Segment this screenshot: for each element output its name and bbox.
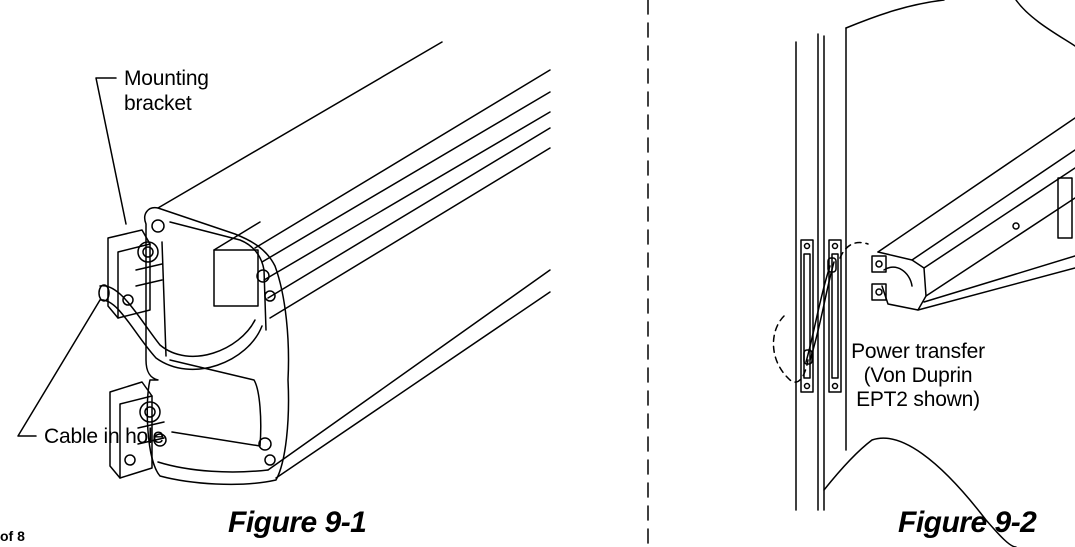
label-cable-in-hole: Cable in hole xyxy=(44,425,164,448)
label-power-transfer-line1: Power transfer xyxy=(851,340,985,363)
figure-9-2-caption: Figure 9-2 xyxy=(898,506,1037,539)
label-mounting-bracket: Mounting bracket xyxy=(124,66,209,116)
label-power-transfer-line3: EPT2 shown) xyxy=(856,388,980,412)
figure-9-2-drawing xyxy=(772,0,1075,547)
label-power-transfer: Power transfer (Von Duprin EPT2 shown) xyxy=(848,340,988,412)
label-mounting-bracket-line2: bracket xyxy=(124,92,192,116)
label-mounting-bracket-line1: Mounting xyxy=(124,67,209,90)
label-power-transfer-line2: (Von Duprin xyxy=(863,364,973,388)
leader-mounting-bracket xyxy=(95,77,127,225)
leader-cable-in-hole xyxy=(17,299,101,437)
figure-9-1-drawing xyxy=(17,41,551,486)
page-number-footer: of 8 xyxy=(0,528,25,544)
figure-9-1-caption: Figure 9-1 xyxy=(228,506,367,539)
